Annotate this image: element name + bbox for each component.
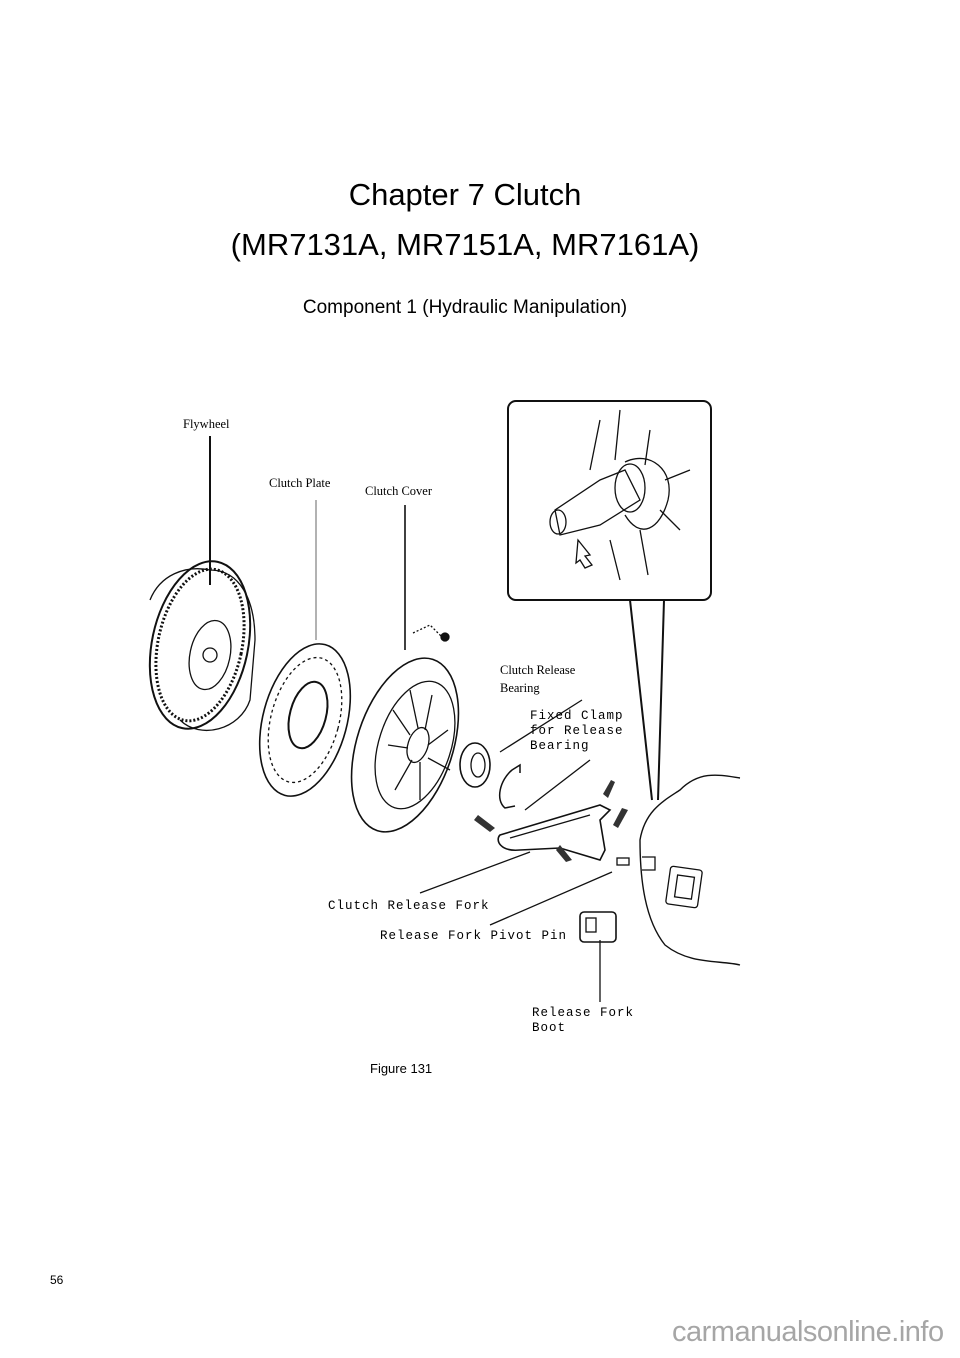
release-bearing-part	[459, 742, 491, 788]
fork-leader	[419, 851, 531, 894]
callout-pointer	[629, 599, 665, 801]
label-clutch-cover: Clutch Cover	[365, 484, 433, 498]
label-release-fork: Clutch Release Fork	[328, 899, 490, 913]
page-number: 56	[50, 1273, 64, 1287]
label-flywheel: Flywheel	[183, 417, 230, 431]
clamp-leader	[524, 759, 591, 811]
pivot-pin-part	[616, 857, 630, 866]
release-fork-part	[497, 804, 612, 861]
fork-boot-part	[579, 911, 617, 943]
label-release-bearing-line2: Bearing	[500, 681, 540, 695]
clutch-plate-part	[258, 643, 352, 797]
figure-caption: Figure 131	[370, 1061, 433, 1076]
label-fixed-clamp-line3: Bearing	[530, 739, 590, 753]
fixed-clamp-part	[498, 763, 521, 809]
label-release-bearing-line1: Clutch Release	[500, 663, 576, 677]
label-pivot-pin: Release Fork Pivot Pin	[380, 929, 568, 943]
chapter-title: Chapter 7 Clutch	[348, 177, 582, 212]
inset-box	[507, 400, 712, 601]
label-clutch-plate: Clutch Plate	[269, 476, 331, 490]
section-title: Component 1 (Hydraulic Manipulation)	[302, 297, 628, 318]
pivot-pin-leader	[489, 871, 613, 926]
watermark: carmanualsonline.info	[672, 1316, 944, 1348]
label-fixed-clamp-line2: for Release	[530, 724, 624, 738]
flywheel-part	[148, 560, 256, 732]
model-list: (MR7131A, MR7151A, MR7161A)	[230, 227, 700, 262]
clutch-cover-part	[350, 624, 460, 833]
grease-arrow-icons	[474, 780, 628, 862]
label-fixed-clamp-line1: Fixed Clamp	[530, 709, 624, 723]
input-shaft-inset	[549, 409, 691, 581]
transmission-housing-part	[639, 774, 741, 966]
bearing-leader	[499, 699, 583, 753]
label-fork-boot-line1: Release Fork	[532, 1006, 635, 1020]
label-fork-boot-line2: Boot	[532, 1021, 567, 1035]
